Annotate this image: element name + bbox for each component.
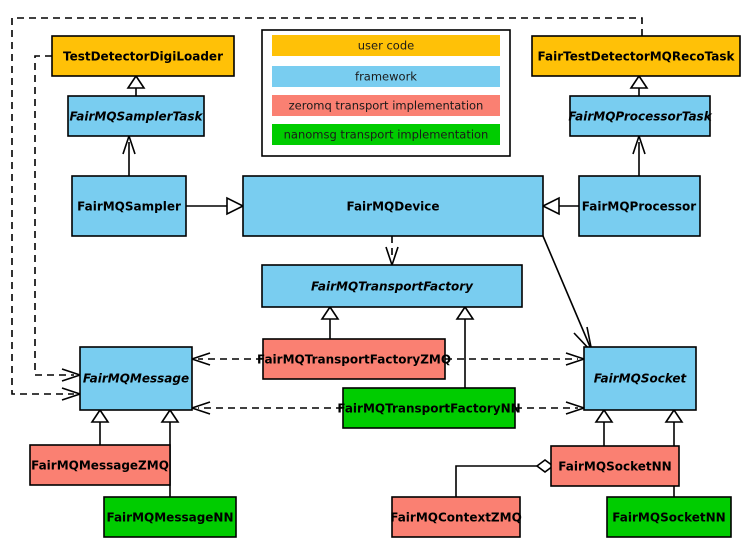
node-fairmqsampler[interactable]: FairMQSampler <box>71 175 187 237</box>
node-label-fairmqmessage: FairMQMessage <box>83 372 189 386</box>
edge-recotask-to-processortask-triangle <box>629 74 649 89</box>
legend-swatch-framework <box>272 66 500 87</box>
edge-tfnn-to-transportfactory-triangle <box>455 305 475 320</box>
node-layer: TestDetectorDigiLoader FairTestDetectorM… <box>29 35 741 538</box>
legend-item-zeromq: zeromq transport implementation <box>272 95 500 116</box>
node-fairmqtransportfactoryzmq[interactable]: FairMQTransportFactoryZMQ <box>257 338 451 380</box>
node-fairmqdevice[interactable]: FairMQDevice <box>242 175 544 237</box>
node-testdetectordigiloader[interactable]: TestDetectorDigiLoader <box>51 35 235 77</box>
node-fairmqsocketzmq[interactable]: FairMQSocketNN <box>550 445 680 487</box>
edge-messagenn-to-message-triangle <box>160 408 180 423</box>
node-fairmqtransportfactorynn[interactable]: FairMQTransportFactoryNN <box>337 387 521 429</box>
node-label-fairmqsocketnn: FairMQSocketNN <box>612 511 725 525</box>
edge-socketnn-to-socket-triangle <box>664 408 684 423</box>
node-label-fairmqtransportfactoryzmq: FairMQTransportFactoryZMQ <box>257 353 451 367</box>
node-label-fairmqcontextzmq: FairMQContextZMQ <box>390 511 522 525</box>
edge-recotask-to-message <box>11 17 643 395</box>
node-fairmqprocessor[interactable]: FairMQProcessor <box>578 175 701 237</box>
node-label-fairtestdetectormqrecotask: FairTestDetectorMQRecoTask <box>538 50 736 64</box>
node-label-fairmqsocket: FairMQSocket <box>594 372 688 386</box>
edge-socketzmq-to-socket-triangle <box>594 408 614 423</box>
node-fairmqprocessortask[interactable]: FairMQProcessorTask <box>568 95 713 137</box>
node-fairmqsamplertask[interactable]: FairMQSamplerTask <box>67 95 205 137</box>
node-fairtestdetectormqrecotask[interactable]: FairTestDetectorMQRecoTask <box>531 35 741 77</box>
edge-device-to-socket <box>542 235 592 350</box>
edge-messagezmq-to-message-triangle <box>90 408 110 423</box>
legend: user code framework zeromq transport imp… <box>261 29 511 157</box>
node-label-fairmqsampler: FairMQSampler <box>77 200 181 214</box>
node-label-fairmqtransportfactorynn: FairMQTransportFactoryNN <box>337 402 520 416</box>
node-fairmqmessage[interactable]: FairMQMessage <box>79 346 193 411</box>
node-fairmqtransportfactory[interactable]: FairMQTransportFactory <box>261 264 523 308</box>
node-label-fairmqprocessortask: FairMQProcessorTask <box>568 110 712 124</box>
legend-item-nanomsg: nanomsg transport implementation <box>272 124 500 145</box>
edge-tfzmq-to-transportfactory-triangle <box>320 305 340 320</box>
node-label-fairmqmessagenn: FairMQMessageNN <box>106 511 233 525</box>
legend-item-user-code: user code <box>272 35 500 56</box>
legend-label-framework: framework <box>355 70 417 84</box>
node-label-fairmqmessagezmq: FairMQMessageZMQ <box>31 459 169 473</box>
node-fairmqsocket[interactable]: FairMQSocket <box>583 346 697 411</box>
edge-processor-to-device-triangle <box>541 196 560 216</box>
edge-layer <box>11 17 684 497</box>
node-label-fairmqtransportfactory: FairMQTransportFactory <box>311 280 474 294</box>
node-fairmqmessagezmq[interactable]: FairMQMessageZMQ <box>29 444 171 486</box>
legend-label-user-code: user code <box>358 39 414 53</box>
legend-swatch-zeromq <box>272 95 500 116</box>
edge-digiloader-to-samplertask-triangle <box>126 74 146 89</box>
legend-swatch-nanomsg <box>272 124 500 145</box>
legend-item-framework: framework <box>272 66 500 87</box>
node-fairmqcontextzmq[interactable]: FairMQContextZMQ <box>390 496 522 538</box>
node-label-fairmqsamplertask: FairMQSamplerTask <box>69 110 203 124</box>
node-fairmqmessagenn[interactable]: FairMQMessageNN <box>103 496 237 538</box>
node-label-fairmqsocketzmq: FairMQSocketNN <box>558 460 671 474</box>
edge-contextzmq-to-socketzmq <box>455 465 537 497</box>
legend-swatch-user-code <box>272 35 500 56</box>
node-fairmqsocketnn[interactable]: FairMQSocketNN <box>606 496 732 538</box>
edge-sampler-to-device-triangle <box>226 196 245 216</box>
legend-label-nanomsg: nanomsg transport implementation <box>284 128 489 142</box>
node-label-testdetectordigiloader: TestDetectorDigiLoader <box>63 50 223 64</box>
legend-label-zeromq: zeromq transport implementation <box>289 99 484 113</box>
node-label-fairmqprocessor: FairMQProcessor <box>582 200 697 214</box>
node-label-fairmqdevice: FairMQDevice <box>346 200 439 214</box>
